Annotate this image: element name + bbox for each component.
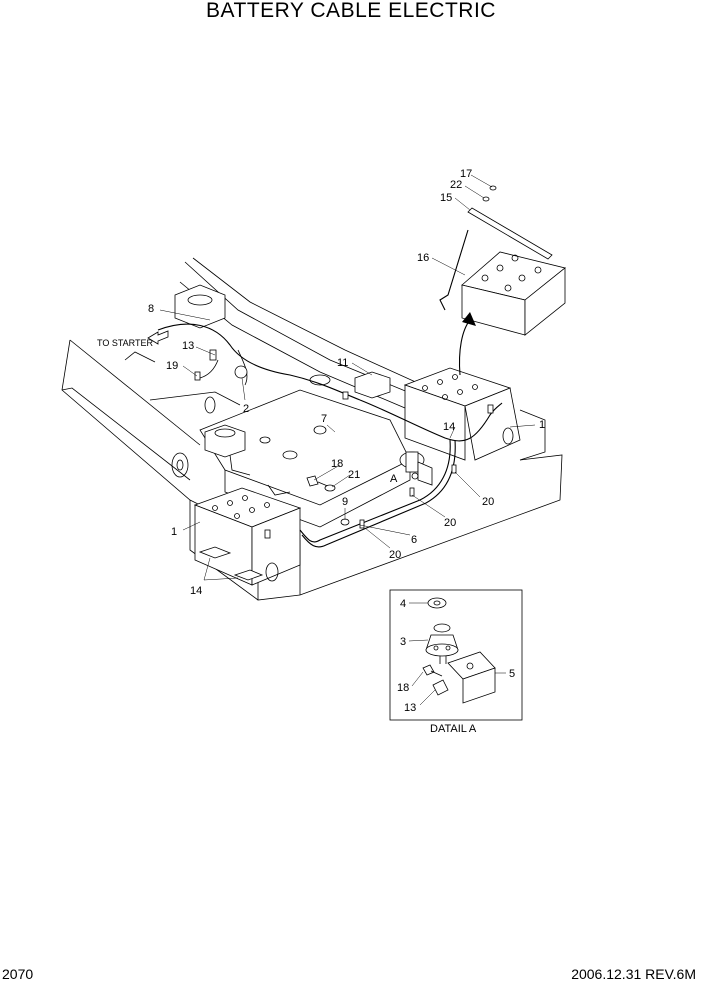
callout-4: 4 — [400, 598, 406, 610]
callout-8: 8 — [148, 303, 154, 315]
chassis-frame — [61, 257, 563, 601]
callout-18-detail: 18 — [397, 682, 409, 694]
page-title: BATTERY CABLE ELECTRIC — [206, 0, 496, 22]
callout-1-left: 1 — [171, 526, 177, 538]
detail-a-caption: DATAIL A — [430, 723, 477, 735]
detail-a-box — [389, 589, 523, 721]
callout-13-detail: 13 — [404, 702, 416, 714]
battery-cables — [157, 323, 503, 548]
callout-1-right: 1 — [539, 419, 545, 431]
to-starter-arrow — [147, 330, 169, 345]
callout-15: 15 — [440, 192, 452, 204]
callout-20-middle: 20 — [444, 517, 456, 529]
right-battery-box — [403, 367, 521, 461]
callout-14-right: 14 — [443, 421, 455, 433]
detail-a-marker: A — [390, 473, 398, 485]
callout-21: 21 — [348, 469, 360, 481]
callout-13-main: 13 — [182, 340, 194, 352]
leader-lines — [159, 174, 536, 706]
callout-20-left: 20 — [389, 549, 401, 561]
callout-5: 5 — [509, 668, 515, 680]
callout-14-left: 14 — [190, 585, 202, 597]
page-number: 2070 — [2, 966, 34, 982]
callout-6: 6 — [411, 534, 417, 546]
callout-17: 17 — [460, 168, 472, 180]
callout-9: 9 — [342, 496, 348, 508]
bolt-assembly — [306, 475, 350, 526]
battery-switch — [399, 451, 433, 486]
revision-date: 2006.12.31 REV.6M — [571, 966, 696, 982]
callout-2: 2 — [243, 403, 249, 415]
callout-19: 19 — [166, 360, 178, 372]
callout-22: 22 — [450, 179, 462, 191]
callout-20-right: 20 — [482, 496, 494, 508]
to-starter-label: TO STARTER — [97, 338, 154, 348]
callout-16: 16 — [417, 252, 429, 264]
callouts: 8 13 19 2 11 7 18 21 9 A 14 1 20 20 6 20… — [97, 168, 545, 735]
callout-18-main: 18 — [331, 458, 343, 470]
left-battery-box — [193, 487, 302, 586]
exploded-battery — [439, 185, 566, 376]
callout-3: 3 — [400, 636, 406, 648]
callout-7: 7 — [321, 413, 327, 425]
callout-11: 11 — [337, 357, 348, 369]
